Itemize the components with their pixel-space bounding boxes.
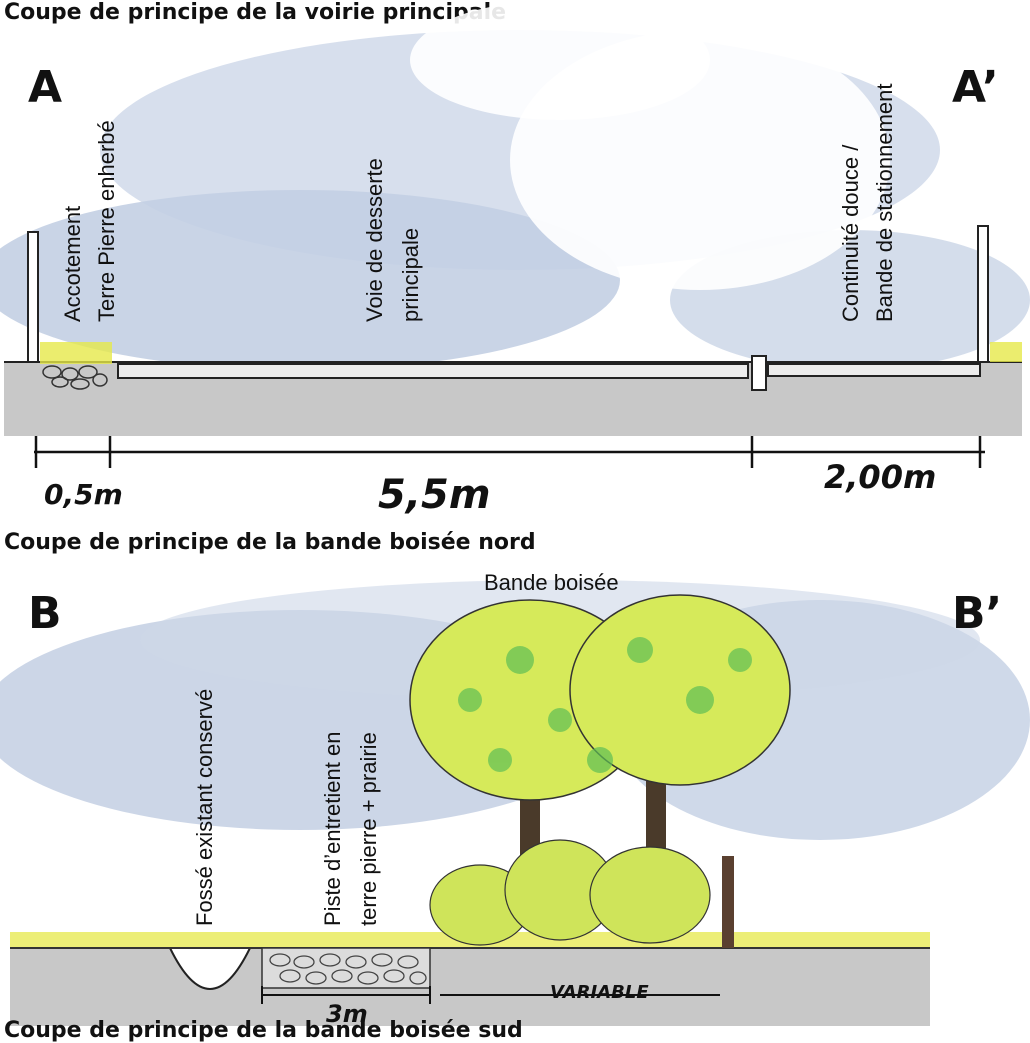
dimension-voie: 5,5m	[378, 472, 491, 518]
label-bande-boisee: Bande boisée	[484, 570, 619, 595]
fence-post	[722, 856, 734, 948]
section-a-letter-end: A’	[952, 62, 999, 113]
piste-stones	[269, 953, 427, 985]
dimension-accotement: 0,5m	[44, 478, 123, 511]
dimension-continuite: 2,00m	[824, 458, 937, 496]
foliage-dots	[458, 637, 752, 773]
label-fosse: Fossé existant conservé	[192, 688, 217, 926]
section-b-letter-end: B’	[952, 588, 1003, 639]
curb	[751, 355, 767, 391]
section-a-letter-start: A	[28, 62, 63, 113]
grass-right	[990, 342, 1022, 362]
ditch	[168, 947, 252, 990]
post-right	[977, 225, 989, 363]
section-b-letter-start: B	[28, 588, 62, 639]
dimension-piste: 3m	[326, 1000, 368, 1028]
accotement-stones	[42, 365, 108, 390]
cycle-slab	[767, 363, 981, 377]
section-c-title: Coupe de principe de la bande boisée sud	[4, 1018, 523, 1043]
road-slab	[117, 363, 749, 379]
accotement-grass	[40, 342, 112, 364]
section-b-title: Coupe de principe de la bande boisée nor…	[4, 530, 536, 555]
ground-b	[10, 948, 930, 1026]
dimension-ticks-b	[261, 986, 431, 1004]
dimension-ticks-a	[34, 436, 982, 468]
label-piste-line1: Piste d’entretient en	[320, 731, 345, 926]
shrub-3	[589, 846, 711, 944]
cloud-a2	[410, 0, 710, 120]
label-piste-line2: terre pierre + prairie	[356, 732, 381, 926]
dimension-variable: VARIABLE	[550, 982, 649, 1003]
section-a-title: Coupe de principe de la voirie principal…	[4, 0, 507, 25]
tree-crown-right	[569, 594, 791, 786]
post-left	[27, 231, 39, 363]
sky-wash-a2	[0, 190, 620, 370]
